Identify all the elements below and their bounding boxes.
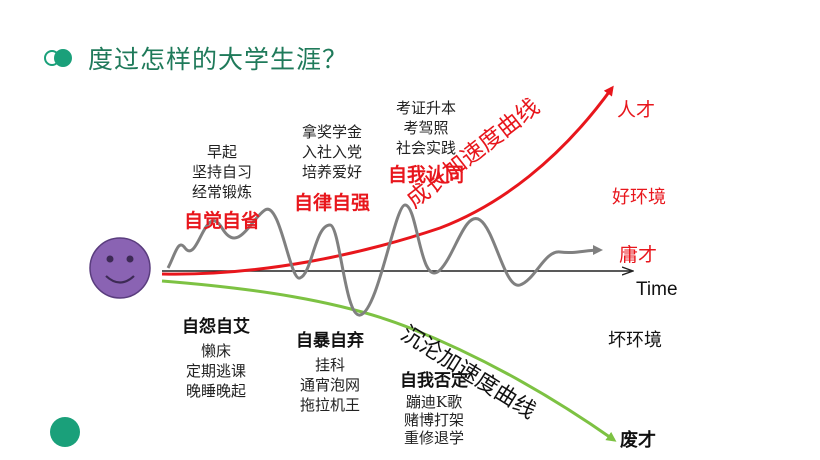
growth-curve — [161, 85, 614, 276]
list-item: 拖拉机王 — [299, 396, 360, 414]
fluctuation-curve — [166, 203, 603, 317]
outcome-mediocre: 庸才 — [619, 244, 658, 266]
list-item: 拿奖学金 — [302, 123, 363, 141]
list-item: 经常锻炼 — [192, 183, 253, 201]
smiley-face-icon — [89, 237, 151, 299]
list-item: 考证升本 — [396, 99, 457, 117]
bottom-group-3-items: 蹦迪K歌 赌博打架 重修退学 — [400, 393, 468, 447]
slide-title-row: 度过怎样的大学生涯？ — [44, 38, 348, 78]
outcome-good-environment: 好环境 — [612, 187, 666, 208]
bottom-group-2-items: 挂科 通宵泡网 拖拉机王 — [296, 355, 364, 415]
bottom-group-1-items: 懒床 定期逃课 晚睡晚起 — [182, 341, 250, 401]
list-item: 入社入党 — [302, 143, 363, 161]
decline-curve — [161, 279, 617, 442]
list-item: 培养爱好 — [302, 163, 363, 181]
list-item: 定期逃课 — [185, 362, 246, 380]
bottom-group-1-heading: 自怨自艾 — [182, 317, 250, 337]
list-item: 通宵泡网 — [299, 376, 360, 394]
bottom-group-3: 自我否定 蹦迪K歌 赌博打架 重修退学 — [400, 366, 468, 447]
top-group-1-items: 早起 坚持自习 经常锻炼 — [184, 142, 260, 202]
top-group-2-items: 拿奖学金 入社入党 培养爱好 — [294, 122, 370, 182]
filled-circle-icon — [54, 49, 72, 67]
list-item: 早起 — [207, 143, 238, 161]
top-group-1: 早起 坚持自习 经常锻炼 自觉自省 — [184, 142, 260, 233]
time-axis-label: Time — [636, 279, 678, 300]
list-item: 赌博打架 — [403, 411, 464, 429]
slide-title: 度过怎样的大学生涯？ — [88, 45, 349, 74]
outcome-bad-environment: 坏环境 — [608, 330, 662, 351]
list-item: 社会实践 — [396, 139, 457, 157]
bottom-group-1: 自怨自艾 懒床 定期逃课 晚睡晚起 — [182, 312, 250, 401]
top-group-3: 考证升本 考驾照 社会实践 自我认同 — [388, 98, 464, 187]
outcome-waste: 废才 — [620, 430, 656, 451]
list-item: 蹦迪K歌 — [405, 393, 463, 411]
bottom-group-2: 自暴自弃 挂科 通宵泡网 拖拉机王 — [296, 326, 364, 415]
list-item: 重修退学 — [403, 429, 464, 447]
top-group-2: 拿奖学金 入社入党 培养爱好 自律自强 — [294, 122, 370, 215]
list-item: 坚持自习 — [192, 163, 253, 181]
list-item: 晚睡晚起 — [185, 382, 246, 400]
outcome-talent: 人才 — [617, 99, 656, 121]
top-group-3-items: 考证升本 考驾照 社会实践 — [388, 98, 464, 158]
list-item: 挂科 — [314, 356, 345, 374]
list-item: 懒床 — [200, 342, 231, 360]
bottom-group-2-heading: 自暴自弃 — [296, 331, 364, 351]
list-item: 考驾照 — [403, 119, 449, 137]
bottom-group-3-heading: 自我否定 — [400, 371, 468, 391]
top-group-2-heading: 自律自强 — [294, 192, 371, 214]
top-group-1-heading: 自觉自省 — [184, 210, 261, 232]
decorative-dot-icon — [50, 417, 80, 447]
top-group-3-heading: 自我认同 — [388, 164, 465, 186]
